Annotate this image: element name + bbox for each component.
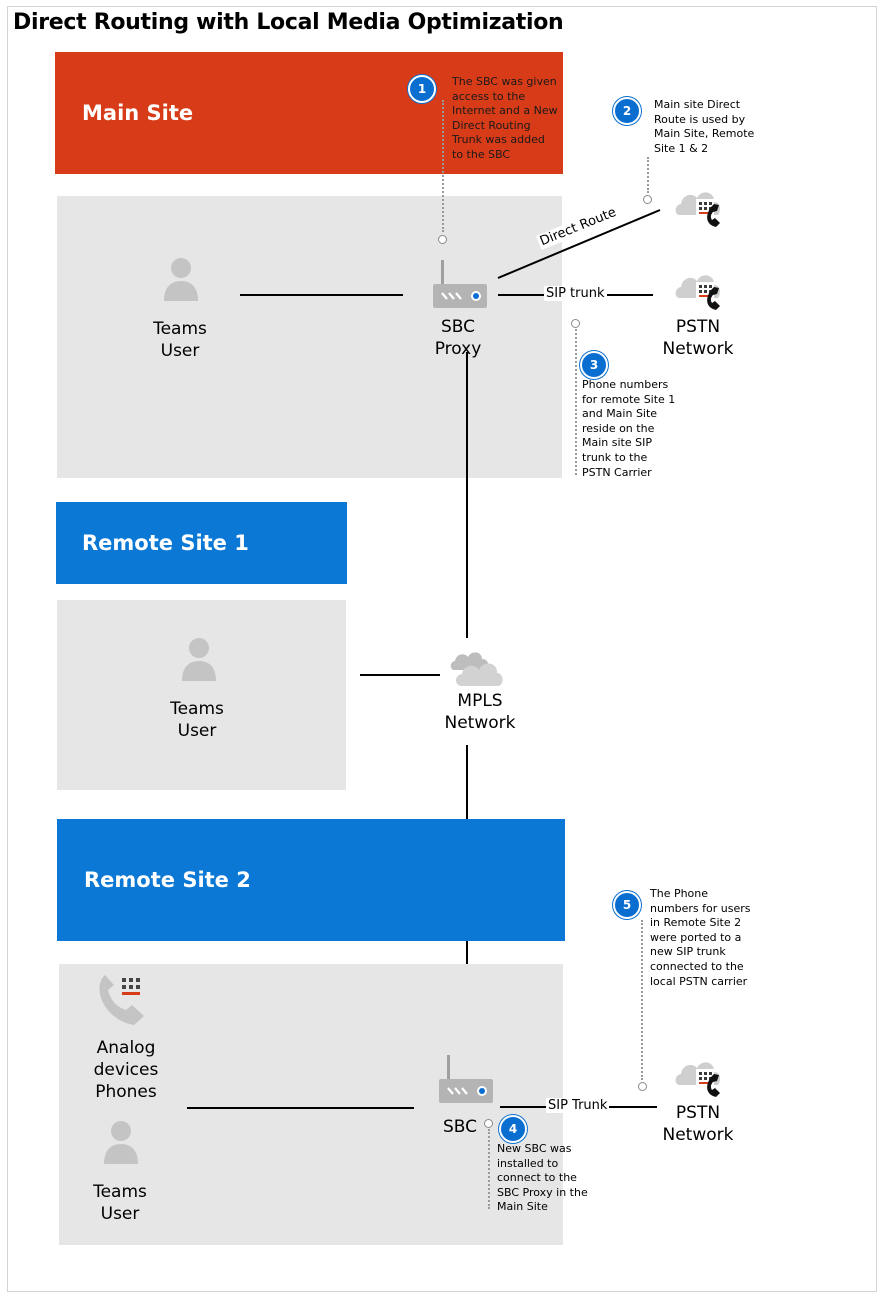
remote-site-2-banner: Remote Site 2 [57,819,565,941]
main-site-area [57,196,562,478]
sbc-proxy-router-icon [433,260,487,308]
pstn-cloud-icon-main [675,275,721,310]
sbc-router-icon [439,1055,493,1103]
callout-3-pin [571,319,580,328]
remote-2-users-to-sbc-line [187,1107,414,1109]
remote-2-sip-trunk-label: SIP Trunk [546,1098,610,1113]
main-user-to-sbc-line [240,294,403,296]
callout-3-leader [575,329,577,475]
main-sip-trunk-label: SIP trunk [544,286,607,301]
remote-site-1-banner-label: Remote Site 1 [82,531,249,555]
remote-1-user-icon [182,638,216,681]
diagram-frame [7,6,877,1292]
teams-phone-cloud-icon [675,192,721,227]
analog-phone-icon [99,975,144,1025]
callout-5-leader [641,920,643,1080]
callout-1-leader [442,100,444,232]
callout-1-badge: 1 [408,75,436,103]
callout-4-leader [488,1129,490,1209]
callout-2-leader [647,157,649,193]
callout-2-badge: 2 [613,97,641,125]
callout-5-pin [638,1082,647,1091]
main-site-banner-label: Main Site [82,101,194,125]
main-user-icon [164,258,198,301]
callout-4-pin [484,1119,493,1128]
remote-1-user-to-mpls-line [360,674,440,676]
remote-site-2-banner-label: Remote Site 2 [84,868,251,892]
callout-5-badge: 5 [613,891,641,919]
pstn-cloud-icon-remote-2 [675,1062,721,1097]
diagram-title: Direct Routing with Local Media Optimiza… [13,10,564,35]
main-site-banner: Main Site [55,52,563,174]
callout-2-pin [643,195,652,204]
callout-4-badge: 4 [499,1115,527,1143]
sbc-proxy-to-mpls-line [466,352,468,638]
mpls-cloud-icon [450,652,503,686]
remote-site-1-banner: Remote Site 1 [56,502,347,584]
remote-site-2-area [59,964,563,1245]
callout-3-badge: 3 [580,351,608,379]
sbc-label: SBC [442,1117,478,1137]
callout-1-pin [438,235,447,244]
remote-site-1-area [57,600,346,790]
remote-2-user-icon [104,1121,138,1164]
